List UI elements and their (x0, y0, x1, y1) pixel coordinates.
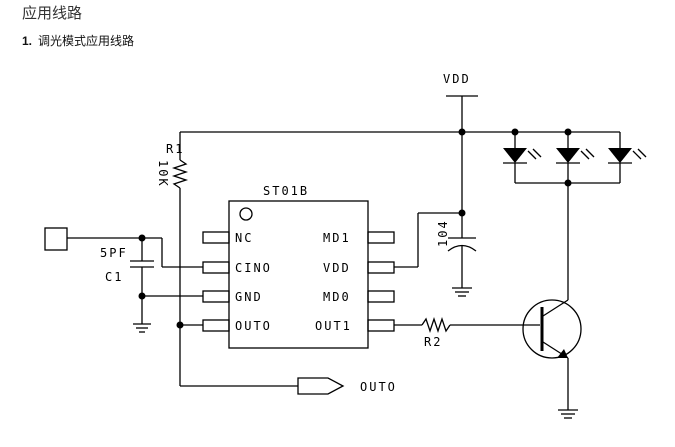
c1-label: C1 (105, 270, 123, 284)
r1-label: R1 (166, 142, 184, 156)
pin-md0: MD0 (323, 290, 351, 304)
led-array (503, 132, 647, 300)
input-network: 5PF C1 (44, 227, 203, 333)
output-label: OUTO (360, 380, 397, 394)
section-title: 调光模式应用线路 (38, 34, 135, 48)
pin-vdd: VDD (323, 261, 351, 275)
pin-md1: MD1 (323, 231, 351, 245)
pin-cino: CINO (235, 261, 272, 275)
capacitor-104: 104 (394, 132, 477, 297)
section-heading: 1. 调光模式应用线路 (22, 32, 134, 49)
pin-gnd: GND (235, 290, 263, 304)
vdd-rail: VDD (180, 72, 620, 136)
resistor-r1: R1 10K (156, 132, 189, 386)
page-title: 应用线路 (22, 4, 83, 22)
pin-out1: OUT1 (315, 319, 352, 333)
npn-transistor (522, 299, 582, 419)
section-number: 1. (22, 34, 33, 48)
outo-output: OUTO (176, 321, 397, 395)
ic-name: ST01B (263, 184, 309, 198)
r1-value: 10K (156, 160, 170, 188)
pin-outo: OUTO (235, 319, 272, 333)
vdd-label: VDD (443, 72, 471, 86)
c1-value: 5PF (100, 246, 128, 260)
ic-st01b: ST01B NC CINO GND OUTO MD1 VDD MD0 OUT1 (202, 184, 395, 349)
r2-label: R2 (424, 335, 442, 349)
pin-nc: NC (235, 231, 253, 245)
resistor-r2: R2 (394, 316, 540, 349)
cap-value: 104 (436, 219, 450, 247)
